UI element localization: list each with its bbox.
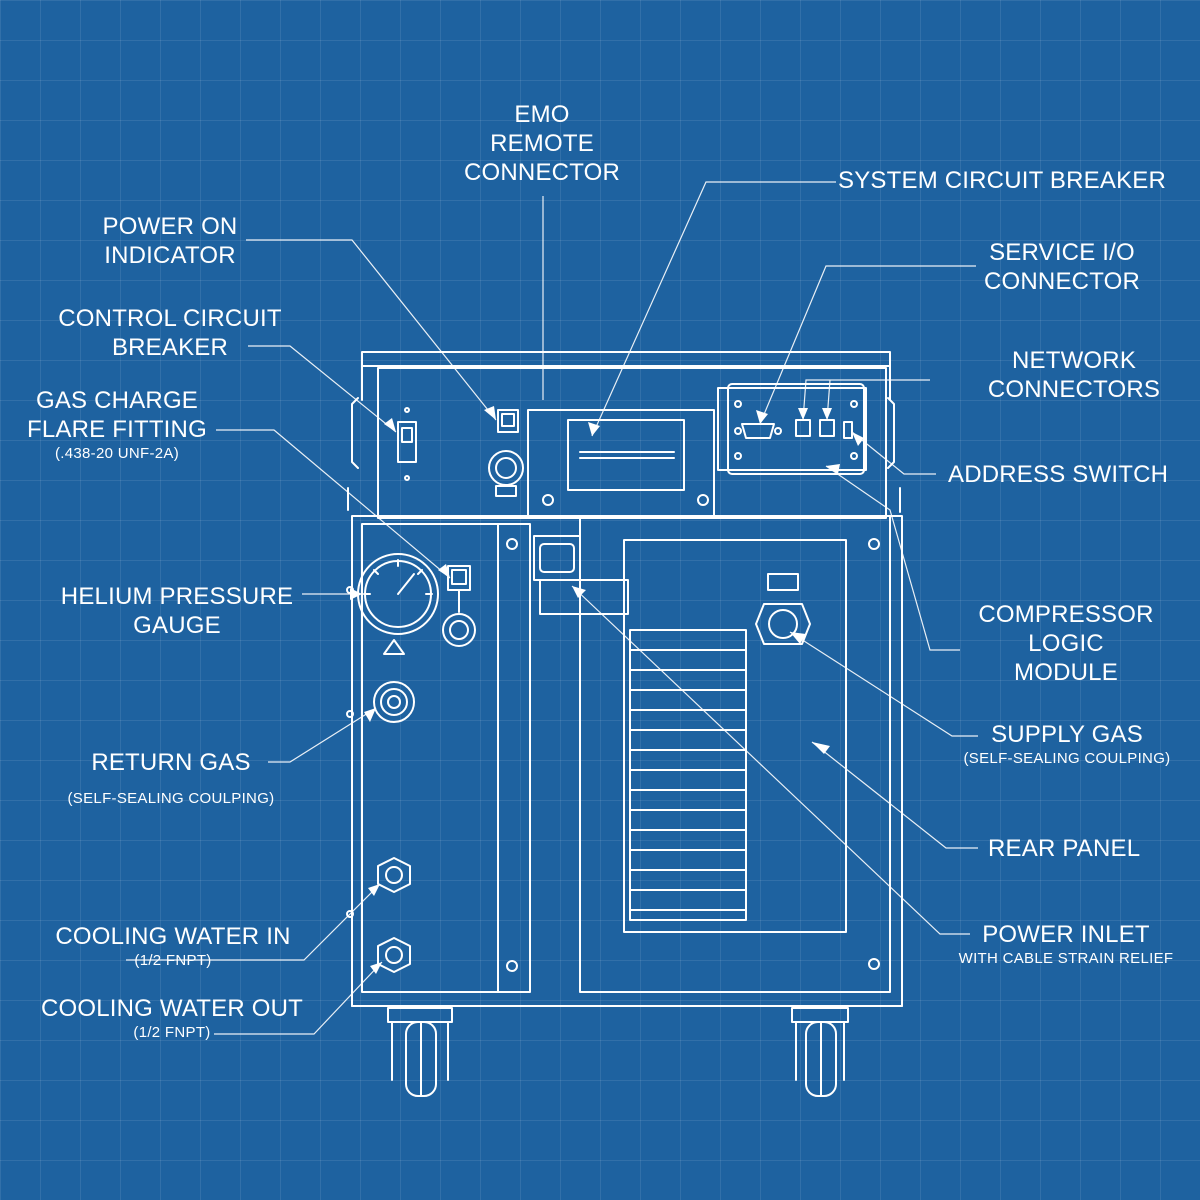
- label-water-in-spec: (1/2 FNPT): [134, 952, 212, 969]
- label-control-circuit-breaker: CONTROL CIRCUIT BREAKER: [44, 304, 296, 362]
- label-power-inlet: POWER INLET WITH CABLE STRAIN RELIEF: [934, 920, 1198, 968]
- leader-service-io: [759, 265, 976, 425]
- right-caster: [791, 1007, 849, 1097]
- left-caster: [387, 1007, 453, 1097]
- leader-power-on: [246, 239, 497, 421]
- label-service-io-connector: SERVICE I/O CONNECTOR: [968, 238, 1156, 296]
- label-power-on-line-1: POWER ON: [102, 213, 238, 240]
- label-cooling-water-out: COOLING WATER OUT (1/2 FNPT): [26, 994, 318, 1042]
- compressor-logic-module-plate: [717, 387, 867, 471]
- label-gas-charge-line-2: FLARE FITTING: [27, 416, 207, 443]
- label-water-out-title: COOLING WATER OUT: [40, 995, 304, 1022]
- label-compressor-logic-module: COMPRESSOR LOGIC MODULE: [966, 600, 1166, 687]
- label-emo-remote-connector: EMO REMOTE CONNECTOR: [452, 100, 632, 187]
- label-address-switch: ADDRESS SWITCH: [948, 461, 1169, 488]
- label-power-inlet-title: POWER INLET: [982, 921, 1150, 948]
- system-circuit-breaker: [567, 419, 685, 491]
- label-logic-line-2: LOGIC: [1028, 630, 1104, 657]
- label-rear-panel: REAR PANEL: [988, 835, 1141, 862]
- label-gas-charge-line-1: GAS CHARGE: [35, 387, 199, 414]
- leader-supply-gas: [789, 631, 978, 737]
- label-water-in-title: COOLING WATER IN: [55, 923, 291, 950]
- leader-logic-module: [825, 465, 960, 651]
- label-network-connectors: NETWORK CONNECTORS: [974, 346, 1174, 404]
- label-control-breaker-line-1: CONTROL CIRCUIT: [58, 305, 282, 332]
- leader-lines: [126, 181, 978, 1035]
- label-cooling-water-in: COOLING WATER IN (1/2 FNPT): [40, 922, 306, 970]
- label-supply-gas-title: SUPPLY GAS: [991, 721, 1143, 748]
- leader-address-switch: [851, 431, 936, 475]
- label-helium-pressure-gauge: HELIUM PRESSURE GAUGE: [46, 582, 308, 640]
- label-helium-line-1: HELIUM PRESSURE: [60, 583, 294, 610]
- leader-control-breaker: [248, 345, 397, 433]
- leader-network-1: [802, 379, 930, 421]
- label-logic-line-1: COMPRESSOR: [978, 601, 1154, 628]
- helium-pressure-gauge: [357, 553, 439, 635]
- leader-gas-charge: [216, 429, 451, 579]
- label-power-inlet-spec: WITH CABLE STRAIN RELIEF: [958, 950, 1174, 967]
- upper-chassis: [377, 367, 887, 519]
- label-power-on-indicator: POWER ON INDICATOR: [84, 212, 256, 270]
- rear-panel: [579, 515, 891, 993]
- label-service-io-line-1: SERVICE I/O: [989, 239, 1135, 266]
- label-emo-line-1: EMO: [514, 101, 570, 128]
- label-supply-gas: SUPPLY GAS (SELF-SEALING COULPING): [938, 720, 1196, 768]
- label-return-gas-title: RETURN GAS: [91, 749, 251, 776]
- system-breaker-panel: [527, 409, 715, 519]
- label-supply-gas-spec: (SELF-SEALING COULPING): [963, 750, 1171, 767]
- label-gas-charge-spec: (.438-20 UNF-2A): [54, 445, 179, 462]
- left-service-panel: [361, 523, 531, 993]
- label-power-on-line-2: INDICATOR: [104, 242, 236, 269]
- leader-water-in: [126, 883, 381, 961]
- address-switch: [843, 421, 853, 439]
- vent-grille: [623, 539, 847, 933]
- label-system-circuit-breaker: SYSTEM CIRCUIT BREAKER: [838, 167, 1167, 194]
- leader-rear-panel: [811, 741, 978, 849]
- return-gas-coupling: [373, 681, 415, 723]
- leader-return-gas: [268, 707, 377, 763]
- label-emo-line-2: REMOTE: [490, 130, 594, 157]
- label-water-out-spec: (1/2 FNPT): [133, 1024, 211, 1041]
- power-on-indicator: [497, 409, 519, 433]
- service-io-connector: [741, 423, 775, 439]
- label-return-gas: RETURN GAS (SELF-SEALING COULPING): [40, 748, 302, 808]
- network-connector-2: [819, 419, 835, 437]
- label-gas-charge-flare-fitting: GAS CHARGE FLARE FITTING (.438-20 UNF-2A…: [14, 386, 220, 463]
- power-inlet: [533, 535, 629, 615]
- label-network-line-1: NETWORK: [1011, 347, 1137, 374]
- leader-power-inlet: [571, 585, 970, 935]
- cooling-water-out-fitting: [377, 937, 411, 973]
- label-return-gas-spec: (SELF-SEALING COULPING): [67, 790, 275, 807]
- emo-connector: [488, 450, 524, 486]
- leader-water-out: [214, 961, 383, 1035]
- label-network-line-2: CONNECTORS: [987, 376, 1161, 403]
- cooling-water-in-fitting: [377, 857, 411, 893]
- label-logic-line-3: MODULE: [1014, 659, 1118, 686]
- network-connector-1: [795, 419, 811, 437]
- leader-system-breaker: [591, 181, 836, 437]
- control-circuit-breaker-switch: [397, 421, 417, 463]
- label-emo-line-3: CONNECTOR: [463, 159, 621, 186]
- label-helium-line-2: GAUGE: [133, 612, 221, 639]
- right-handle: [887, 397, 901, 513]
- label-service-io-line-2: CONNECTOR: [983, 268, 1141, 295]
- label-control-breaker-line-2: BREAKER: [111, 334, 229, 361]
- supply-gas-coupling: [755, 573, 811, 645]
